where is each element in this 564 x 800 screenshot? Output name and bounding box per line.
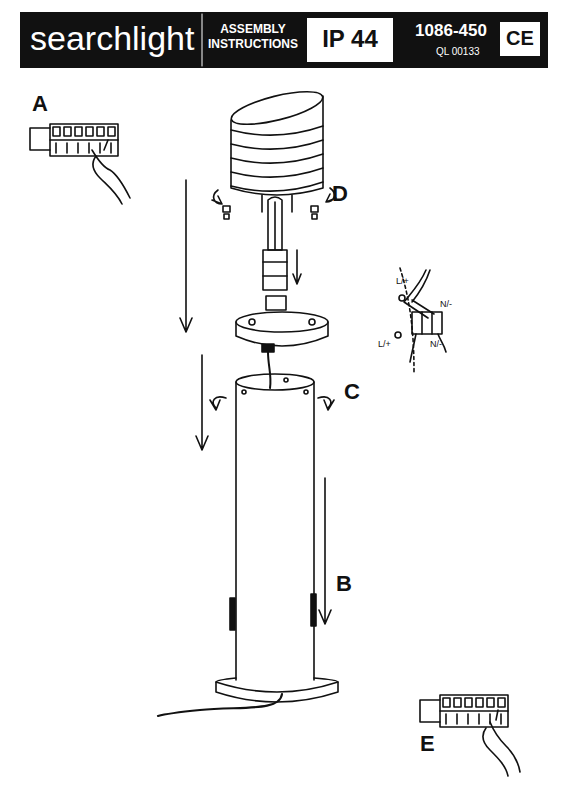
ip-rating: IP 44 bbox=[310, 26, 390, 52]
terminal bbox=[454, 698, 461, 707]
reference-code: QL 00133 bbox=[436, 46, 480, 57]
louver bbox=[231, 168, 323, 177]
brand-logo: searchlight bbox=[30, 20, 194, 57]
louver bbox=[231, 126, 323, 135]
stroke bbox=[456, 714, 458, 724]
terminal bbox=[487, 698, 494, 707]
terminal bbox=[86, 127, 93, 136]
stroke bbox=[467, 714, 469, 724]
terminal bbox=[443, 698, 450, 707]
step-letter: C bbox=[344, 380, 360, 404]
step-letter: B bbox=[336, 572, 352, 596]
terminal bbox=[476, 698, 483, 707]
wire-label: N/- bbox=[440, 300, 452, 310]
stroke bbox=[55, 143, 57, 153]
stroke bbox=[500, 714, 502, 724]
stroke bbox=[478, 714, 480, 724]
stroke bbox=[66, 143, 68, 153]
louver bbox=[231, 154, 323, 163]
step-letter: D bbox=[332, 182, 348, 206]
wire-label: N/- bbox=[430, 340, 442, 350]
terminal bbox=[465, 698, 472, 707]
stroke bbox=[77, 143, 79, 153]
terminal bbox=[498, 698, 505, 707]
terminal bbox=[97, 127, 104, 136]
terminal bbox=[75, 127, 82, 136]
wire-label: L/+ bbox=[396, 277, 409, 287]
terminal bbox=[53, 127, 60, 136]
terminal bbox=[108, 127, 115, 136]
step-letter: E bbox=[420, 732, 435, 756]
wire-label: L/+ bbox=[378, 340, 391, 350]
stroke bbox=[110, 143, 112, 153]
header-title: ASSEMBLY INSTRUCTIONS bbox=[206, 22, 300, 52]
terminal bbox=[64, 127, 71, 136]
ce-mark: CE bbox=[500, 27, 540, 49]
step-letter: A bbox=[32, 92, 48, 116]
louver bbox=[231, 182, 323, 191]
stroke bbox=[99, 143, 101, 153]
louver bbox=[231, 140, 323, 149]
stroke bbox=[88, 143, 90, 153]
stroke bbox=[489, 714, 491, 724]
product-code: 1086-450 bbox=[405, 22, 497, 41]
stroke bbox=[445, 714, 447, 724]
